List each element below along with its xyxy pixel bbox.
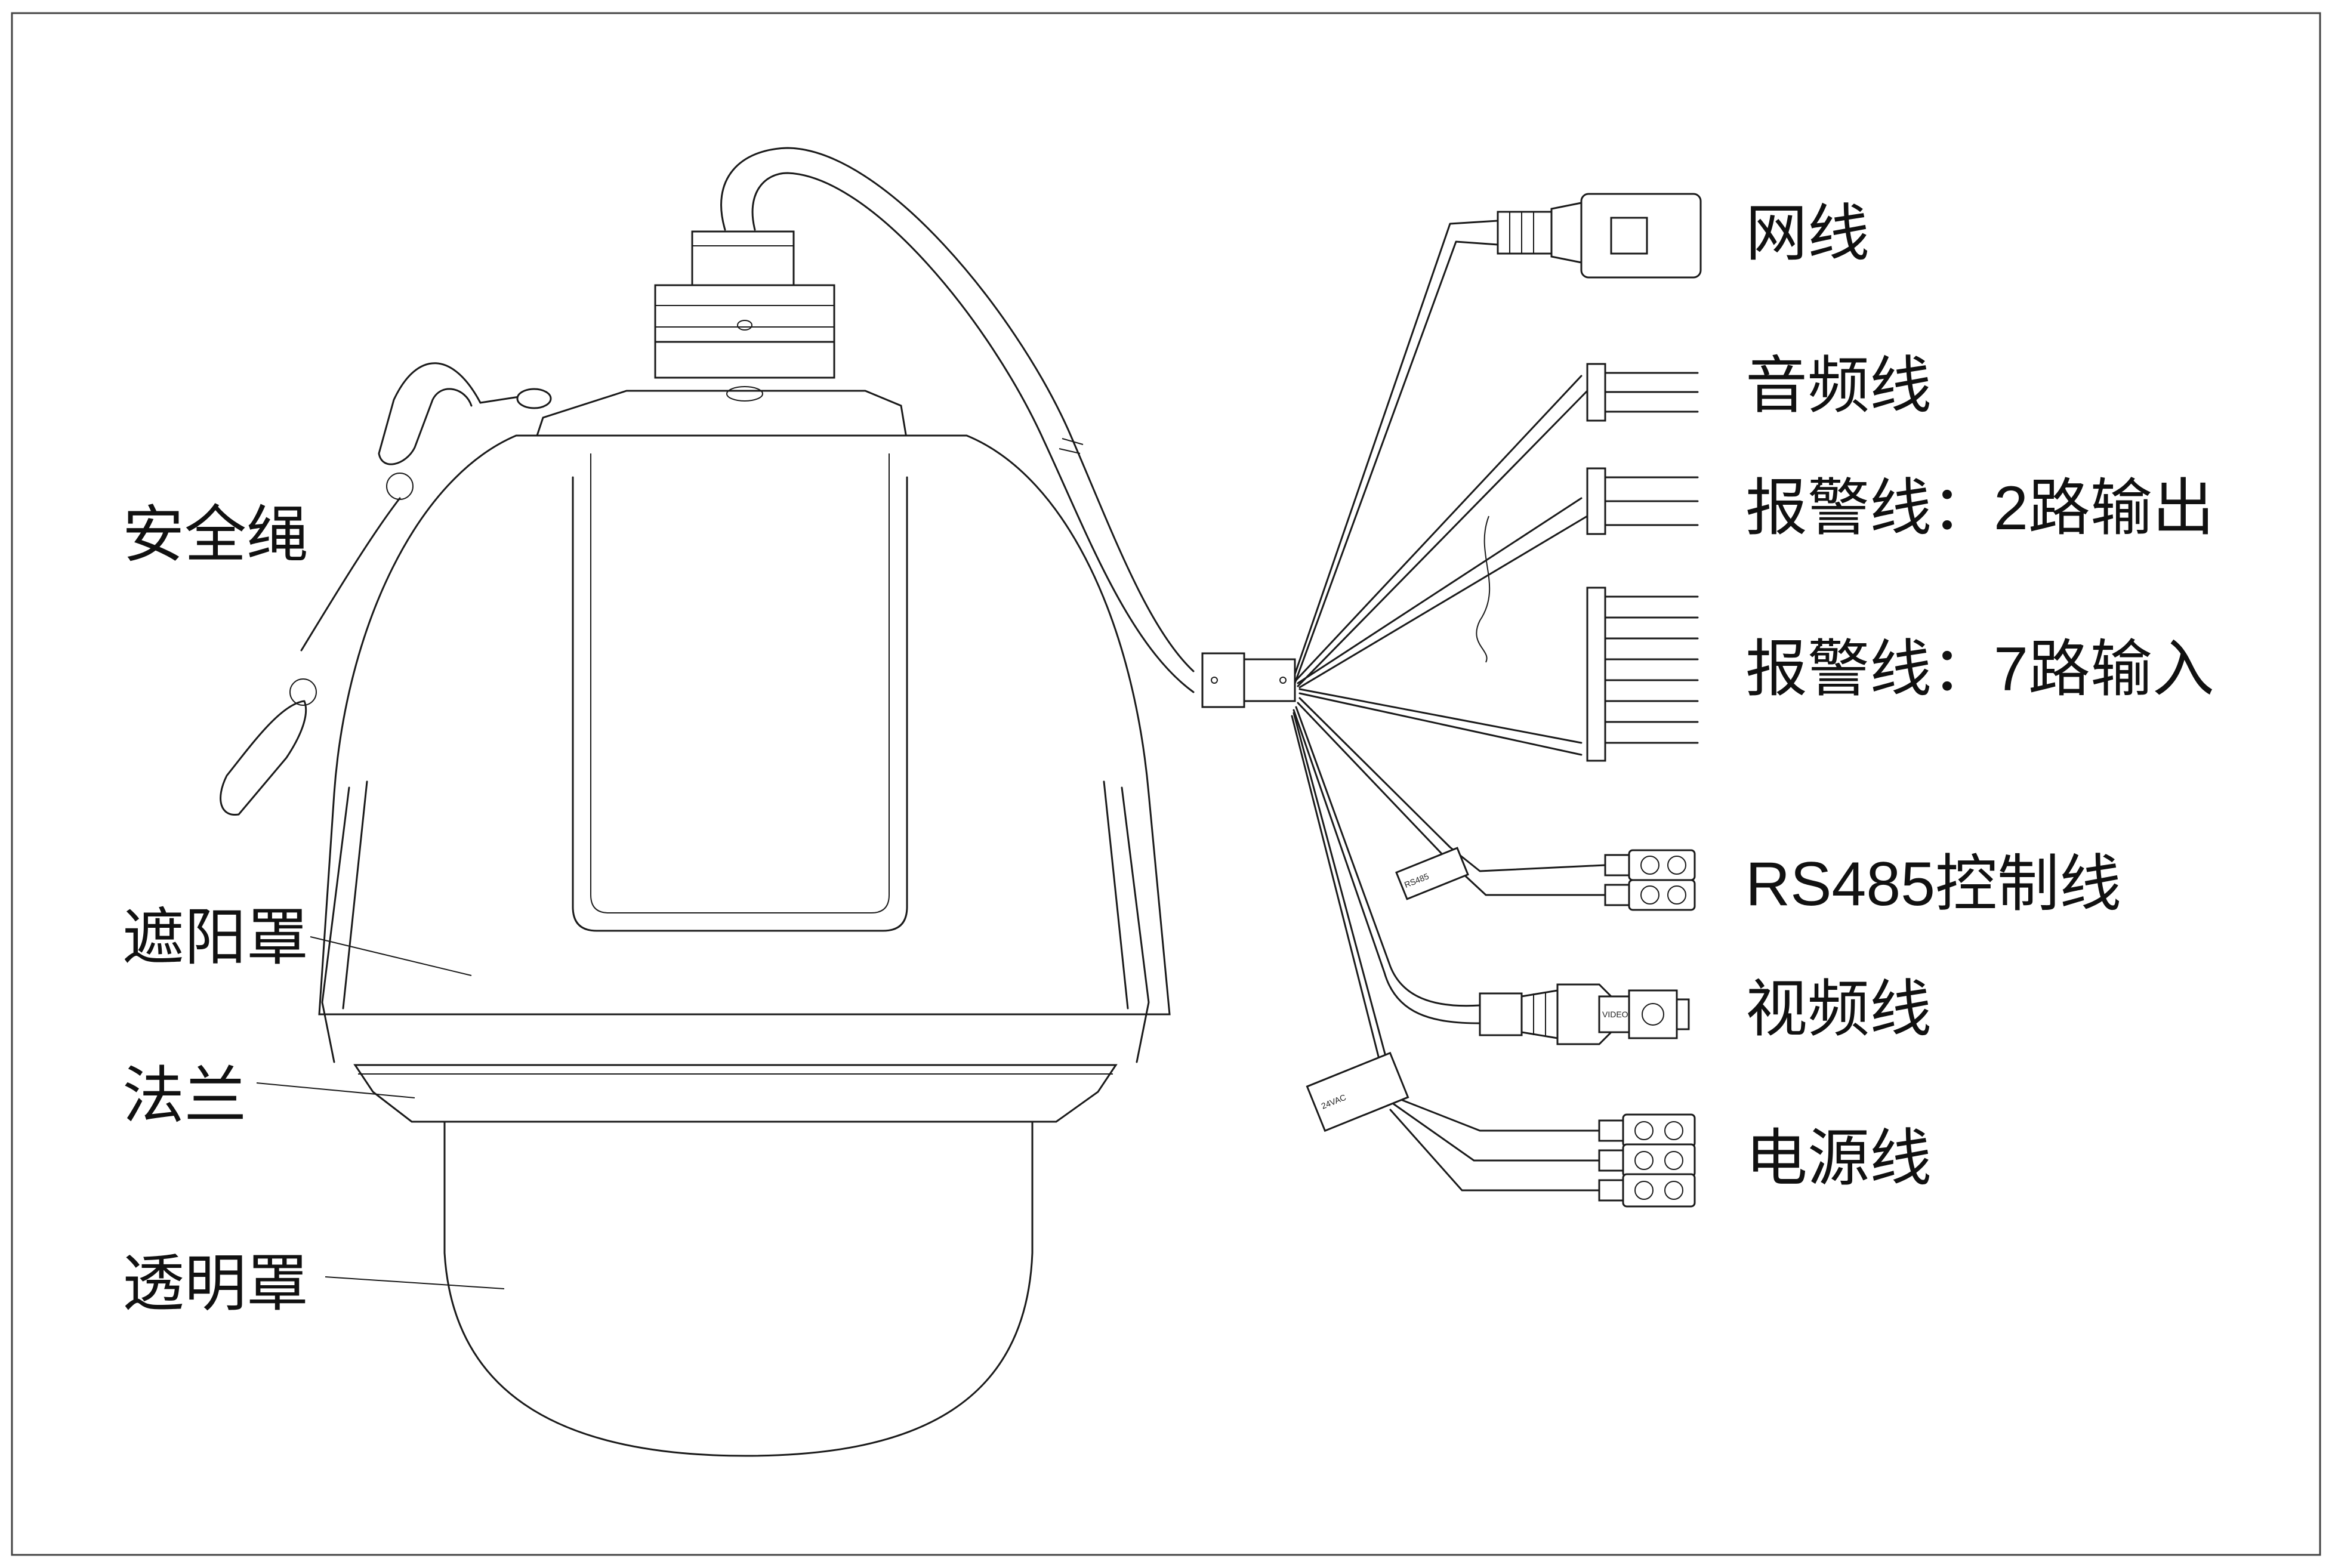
label-audio-cable: 音频线 (1745, 351, 1932, 421)
transparent-dome (443, 1121, 1034, 1457)
label-alarm-output: 报警线：2路输出 (1745, 474, 2214, 543)
main-cable (720, 147, 1195, 672)
rs485-terminal-block: RS485 (1395, 847, 1696, 911)
sun-shield-right (1121, 786, 1150, 1063)
alarm-output-connector (1586, 467, 1699, 535)
frame-border (11, 12, 2321, 1556)
label-rs485-cable: RS485控制线 (1745, 850, 2121, 919)
label-alarm-input: 报警线：7路输入 (1745, 635, 2214, 704)
label-network-cable: 网线 (1745, 199, 1870, 268)
bnc-video-connector: VIDEO (1479, 983, 1690, 1045)
label-safety-rope: 安全绳 (122, 501, 309, 570)
power-terminal-block: 24VAC (1306, 1051, 1696, 1208)
video-tag: VIDEO (1602, 1010, 1628, 1019)
cable-bundle (1291, 220, 1606, 1192)
safety-rope (220, 362, 552, 816)
label-sun-shield: 遮阳罩 (122, 903, 309, 973)
leader-transparent-cover (325, 1276, 505, 1289)
top-cap (535, 390, 908, 443)
sun-shield-left (321, 786, 350, 1063)
audio-connector (1586, 363, 1699, 422)
housing-window (572, 476, 908, 932)
label-flange: 法兰 (122, 1061, 247, 1131)
label-video-cable: 视频线 (1745, 975, 1932, 1044)
leader-flange (256, 1082, 415, 1098)
dome-camera (220, 147, 1296, 1457)
label-power-cable: 电源线 (1745, 1124, 1932, 1193)
rj45-connector (1497, 193, 1702, 279)
cable-gland (654, 230, 835, 379)
housing (318, 434, 1171, 1016)
label-transparent-cover: 透明罩 (122, 1249, 309, 1319)
cable-junction (1201, 652, 1245, 708)
flange-ring (353, 1064, 1118, 1123)
leader-sun-shield (310, 936, 472, 976)
alarm-input-connector (1586, 587, 1699, 762)
